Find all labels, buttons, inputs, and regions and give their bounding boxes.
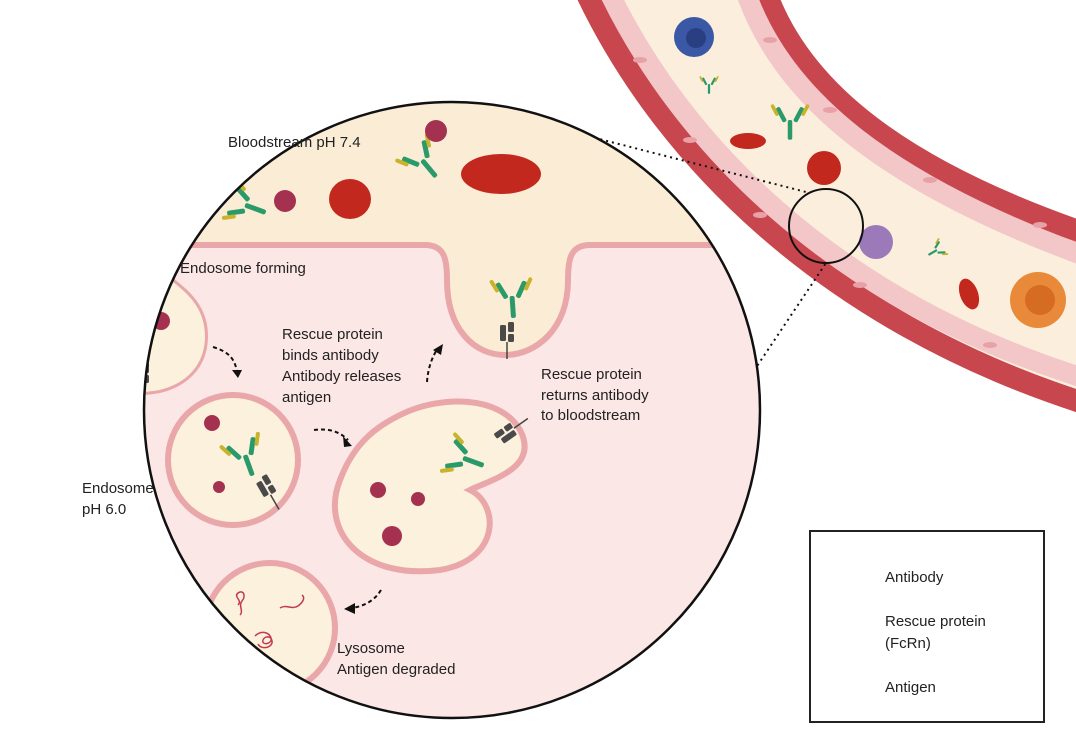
blood-vessel xyxy=(577,0,1076,412)
rbc-icon xyxy=(329,179,371,219)
label-rescue-binds-1: Rescue protein xyxy=(282,326,383,343)
antigen-icon xyxy=(274,190,296,212)
legend-rescue-label-2: (FcRn) xyxy=(885,635,931,652)
legend-rescue-label-1: Rescue protein xyxy=(885,613,986,630)
bloodstream-region xyxy=(144,102,760,392)
flow-arrow xyxy=(313,428,349,441)
vessel-macrophage-icon xyxy=(859,225,893,259)
label-rescue-binds-3: Antibody releases xyxy=(282,368,402,385)
legend xyxy=(809,530,1045,723)
zoom-circle xyxy=(788,188,864,264)
degraded-antigen-icon xyxy=(235,591,305,649)
legend-antibody-label: Antibody xyxy=(885,569,944,586)
label-rescue-returns-2: returns antibody xyxy=(541,387,649,404)
sorting-endosome xyxy=(332,398,528,575)
label-rescue-binds-2: binds antibody xyxy=(282,347,379,364)
neutrophil-icon xyxy=(1010,272,1066,328)
magnified-circle-border xyxy=(142,100,762,720)
vessel-rbc-icon xyxy=(730,133,766,149)
antigen-icon xyxy=(213,481,225,493)
label-rescue-returns-1: Rescue protein xyxy=(541,366,642,383)
label-endosome-2: pH 6.0 xyxy=(82,501,127,518)
label-lysosome-1: Lysosome xyxy=(337,640,405,657)
antigen-icon xyxy=(411,492,425,506)
endothelial-nuclei xyxy=(633,37,1047,348)
antigen-icon xyxy=(204,415,220,431)
label-endosome-forming: Endosome forming xyxy=(180,260,306,277)
endosome xyxy=(165,392,301,528)
lymphocyte-icon xyxy=(674,17,714,57)
macrophage-icon xyxy=(152,157,208,213)
antigen-icon xyxy=(382,526,402,546)
lysosome xyxy=(202,560,338,696)
label-rescue-binds-4: antigen xyxy=(282,389,332,406)
label-bloodstream: Bloodstream pH 7.4 xyxy=(228,134,361,151)
magnified-view xyxy=(144,102,760,718)
label-rescue-returns-3: to bloodstream xyxy=(541,407,641,424)
antigen-icon xyxy=(425,120,447,142)
flow-arrow xyxy=(426,347,439,383)
vessel-rbc-icon xyxy=(958,278,980,310)
flow-arrow xyxy=(351,589,382,609)
label-lysosome-2: Antigen degraded xyxy=(337,661,456,678)
label-endosome-1: Endosome xyxy=(82,480,154,497)
rbc-icon xyxy=(461,154,541,194)
antigen-icon xyxy=(370,482,386,498)
vessel-rbc-icon xyxy=(807,151,841,185)
legend-antigen-label: Antigen xyxy=(885,679,936,696)
